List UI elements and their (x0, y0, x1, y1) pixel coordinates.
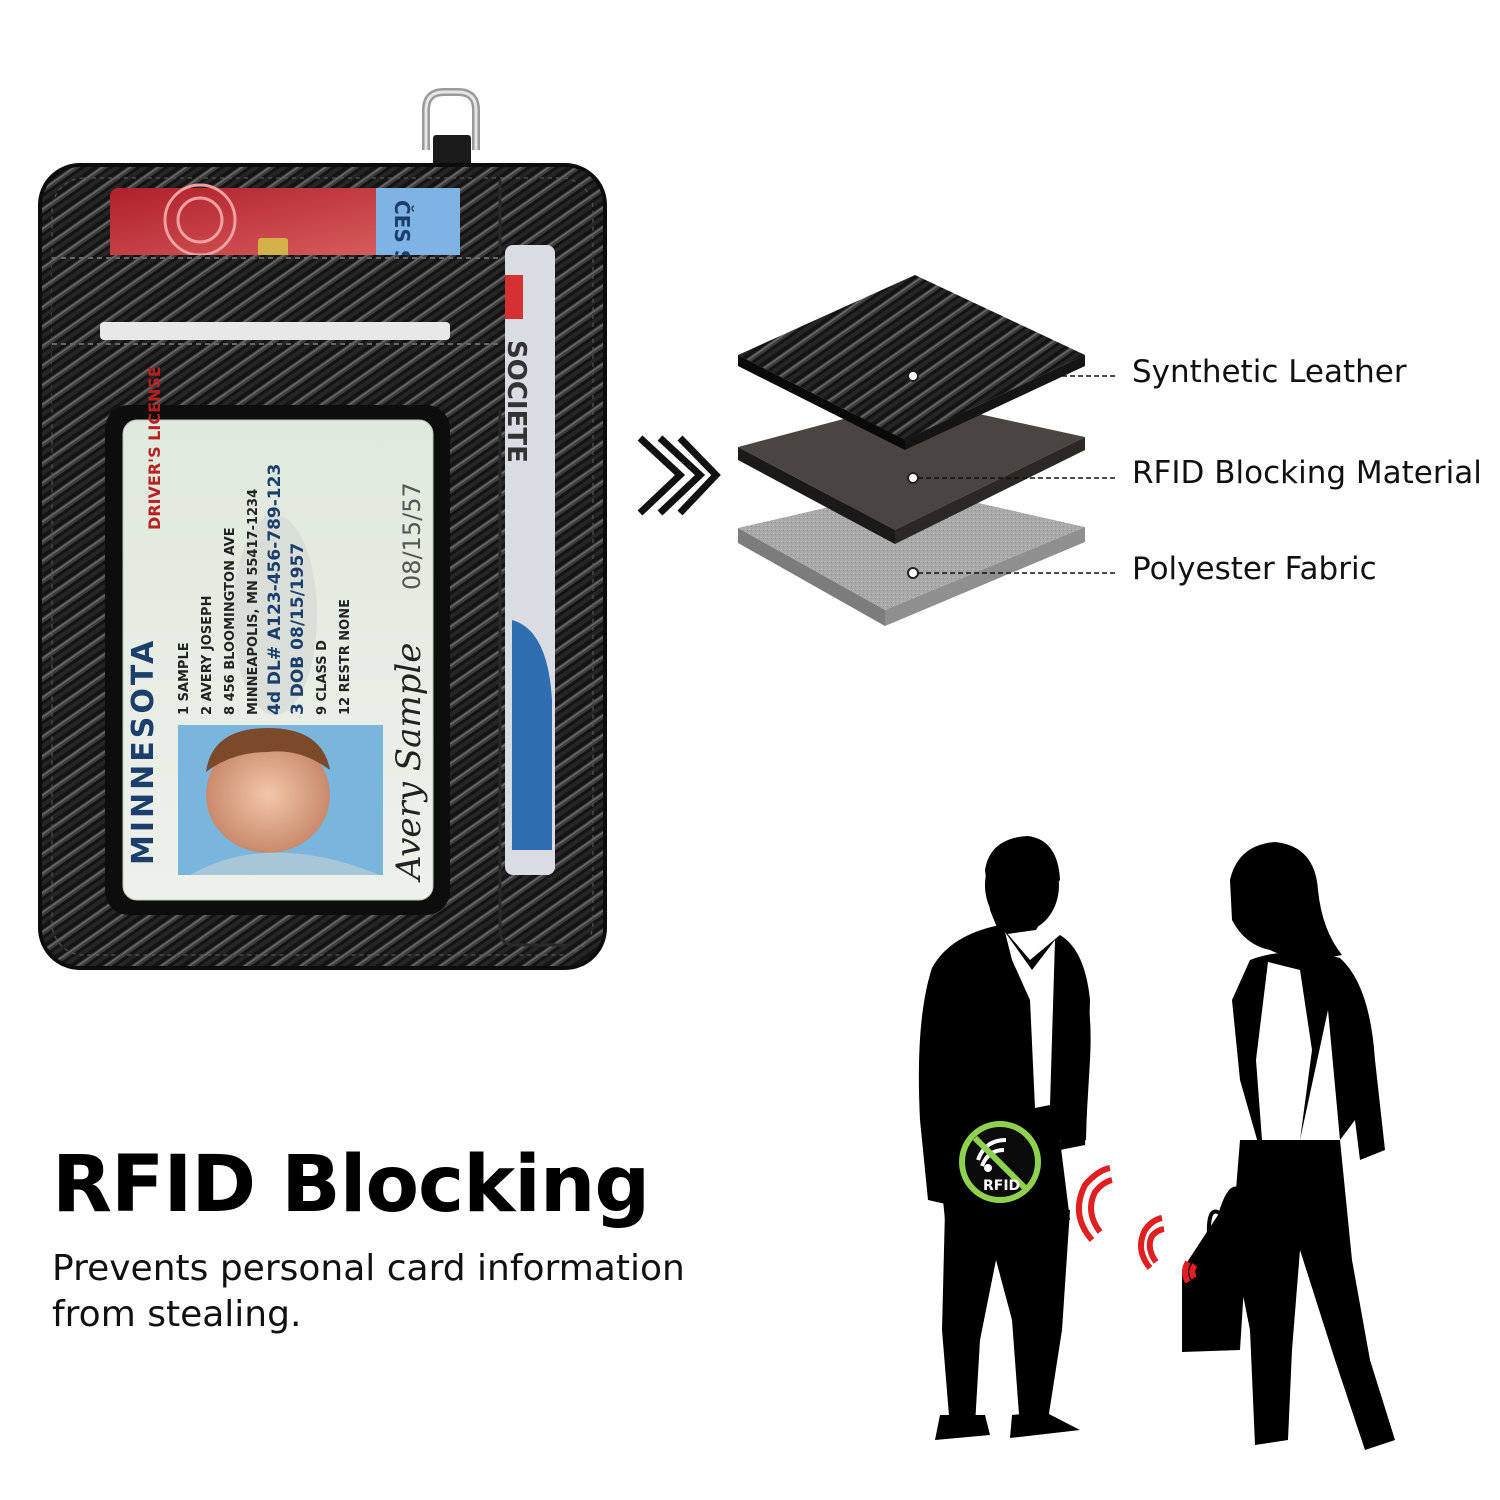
id-field-0: 1 SAMPLE (177, 642, 192, 715)
id-field-7: 12 RESTR NONE (338, 599, 353, 715)
id-card: MINNESOTA DRIVER'S LICENSE 1 SAMPLE 2 AVE… (122, 366, 434, 901)
layer-polyester (738, 488, 1085, 626)
id-field-5: 3 DOB 08/15/1957 (288, 543, 308, 715)
id-field-2: 8 456 BLOOMINGTON AVE (223, 527, 238, 715)
id-fields: 1 SAMPLE 2 AVERY JOSEPH 8 456 BLOOMINGTON … (177, 464, 353, 715)
id-state: MINNESOTA (126, 638, 161, 865)
material-layers (738, 275, 1116, 626)
woman-silhouette (1182, 842, 1395, 1450)
rfid-blocked-badge: RFID (959, 1121, 1041, 1203)
chevron-arrows-icon (637, 435, 721, 516)
wireless-signal-icon (1075, 1165, 1198, 1284)
subline: Prevents personal card information from … (52, 1248, 685, 1335)
wallet: SOCIETE ČES SPOŘ (38, 88, 607, 970)
id-signature: Avery Sample (389, 643, 429, 883)
back-card: SOCIETE (501, 245, 555, 875)
id-field-4: 4d DL# A123-456-789-123 (265, 464, 285, 715)
id-doc-type: DRIVER'S LICENSE (145, 366, 164, 530)
id-date-side: 08/15/57 (398, 482, 426, 590)
layer-label-synthetic-leather: Synthetic Leather (1132, 354, 1407, 390)
layer-label-polyester-fabric: Polyester Fabric (1132, 551, 1377, 587)
back-card-text: SOCIETE (501, 340, 531, 463)
id-field-3: MINNEAPOLIS, MN 55417-1234 (246, 489, 261, 715)
layer-synthetic-leather (738, 275, 1085, 450)
headline: RFID Blocking (52, 1140, 650, 1230)
layer-rfid (738, 400, 1085, 544)
layer-label-rfid-blocking: RFID Blocking Material (1132, 455, 1482, 491)
id-field-1: 2 AVERY JOSEPH (200, 596, 215, 715)
badge-text: RFID (983, 1178, 1020, 1194)
id-field-6: 9 CLASS D (315, 640, 330, 715)
